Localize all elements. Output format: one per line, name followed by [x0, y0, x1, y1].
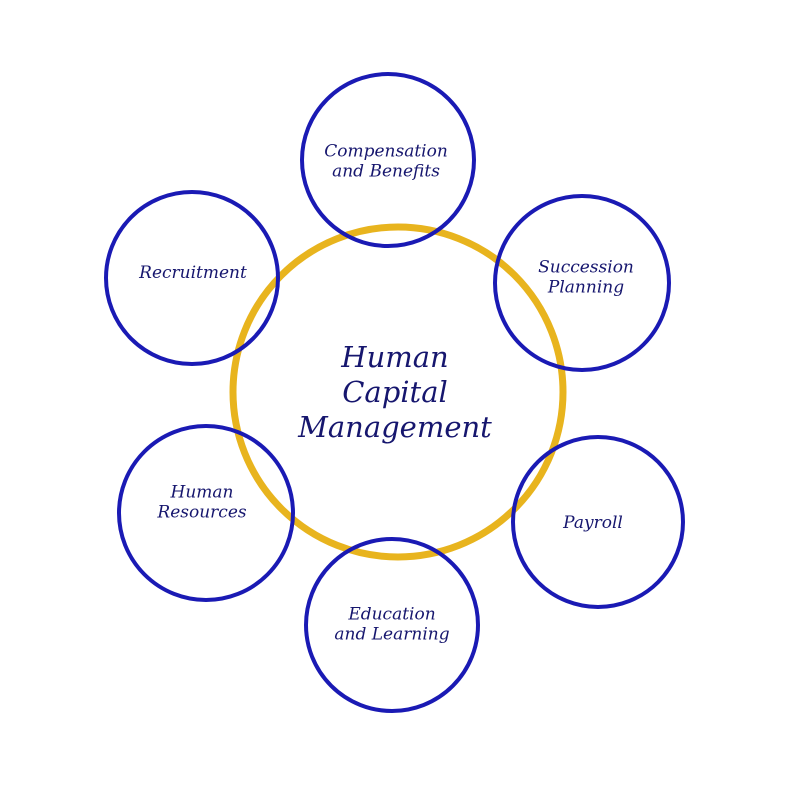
node-ring-compensation — [300, 72, 476, 248]
node-label-compensation: Compensation and Benefits — [324, 142, 448, 181]
node-ring-human-resources — [117, 424, 295, 602]
node-ring-recruitment — [104, 190, 280, 366]
node-label-recruitment: Recruitment — [139, 264, 247, 284]
node-line: and Benefits — [332, 161, 440, 181]
center-line: Capital — [342, 374, 448, 409]
node-line: Succession — [538, 257, 634, 278]
node-line: and Learning — [334, 624, 450, 644]
node-ring-payroll — [511, 435, 685, 609]
node-line: Planning — [547, 277, 625, 297]
node-label-succession: Succession Planning — [538, 258, 634, 297]
center-label: Human Capital Management — [298, 340, 492, 444]
node-label-human-resources: Human Resources — [157, 483, 246, 522]
node-line: Resources — [157, 502, 247, 522]
node-label-payroll: Payroll — [563, 514, 623, 534]
node-line: Education — [348, 604, 436, 625]
center-line: Management — [298, 409, 492, 444]
node-ring-succession — [493, 194, 671, 372]
center-ring — [229, 223, 567, 561]
node-ring-education — [304, 537, 480, 713]
center-line: Human — [341, 339, 449, 374]
node-line: Human — [170, 482, 234, 503]
node-label-education: Education and Learning — [334, 605, 449, 644]
node-line: Payroll — [563, 513, 623, 534]
node-line: Recruitment — [139, 263, 247, 284]
node-line: Compensation — [324, 141, 448, 162]
